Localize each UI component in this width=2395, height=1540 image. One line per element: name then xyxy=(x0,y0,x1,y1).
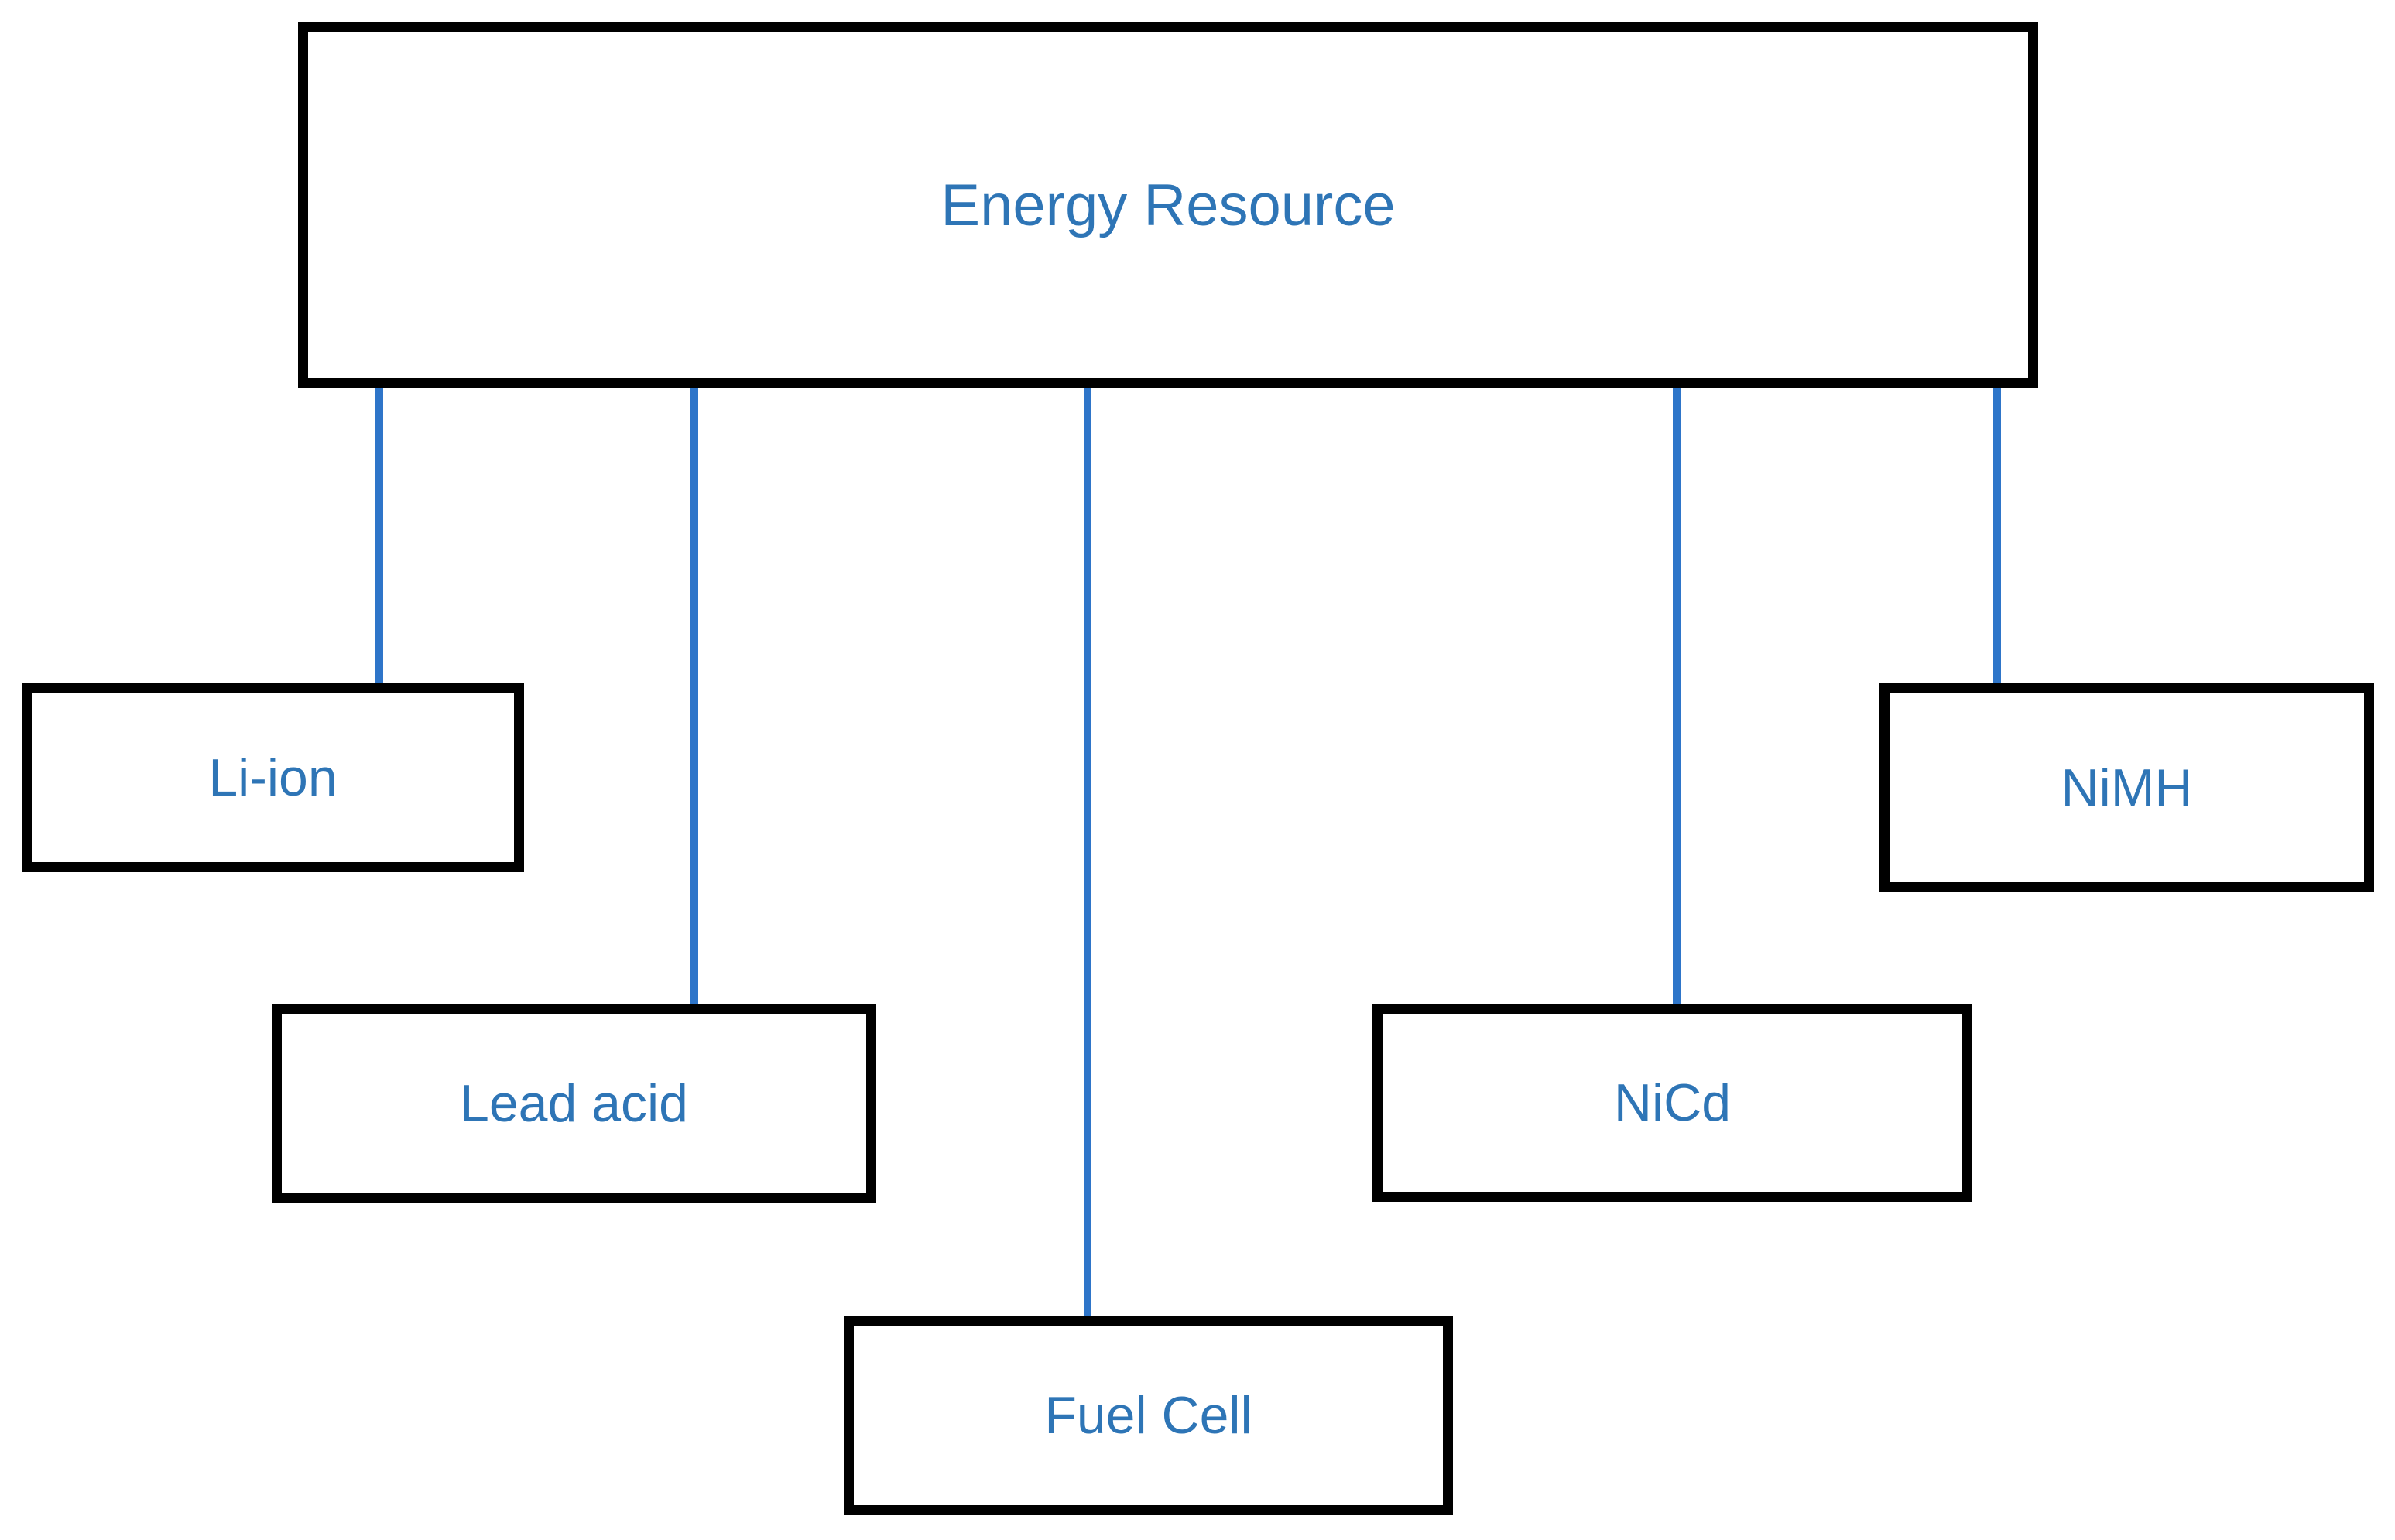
connector-energy-resource-to-li-ion xyxy=(375,388,383,683)
node-nicd: NiCd xyxy=(1372,1004,1972,1202)
node-li-ion: Li-ion xyxy=(22,683,524,872)
node-nicd-label: NiCd xyxy=(1613,1073,1732,1132)
connector-energy-resource-to-lead-acid xyxy=(690,388,698,1004)
node-nimh-label: NiMH xyxy=(2061,758,2193,817)
node-lead-acid-label: Lead acid xyxy=(460,1074,688,1133)
connector-energy-resource-to-fuel-cell xyxy=(1084,388,1091,1316)
connector-energy-resource-to-nicd xyxy=(1673,388,1681,1004)
node-energy-resource-label: Energy Resource xyxy=(941,172,1396,238)
node-li-ion-label: Li-ion xyxy=(208,748,337,807)
node-lead-acid: Lead acid xyxy=(272,1004,876,1203)
node-energy-resource: Energy Resource xyxy=(298,22,2038,388)
node-nimh: NiMH xyxy=(1879,683,2374,892)
node-fuel-cell: Fuel Cell xyxy=(844,1316,1453,1515)
connector-energy-resource-to-nimh xyxy=(1993,388,2001,683)
node-fuel-cell-label: Fuel Cell xyxy=(1044,1386,1252,1445)
